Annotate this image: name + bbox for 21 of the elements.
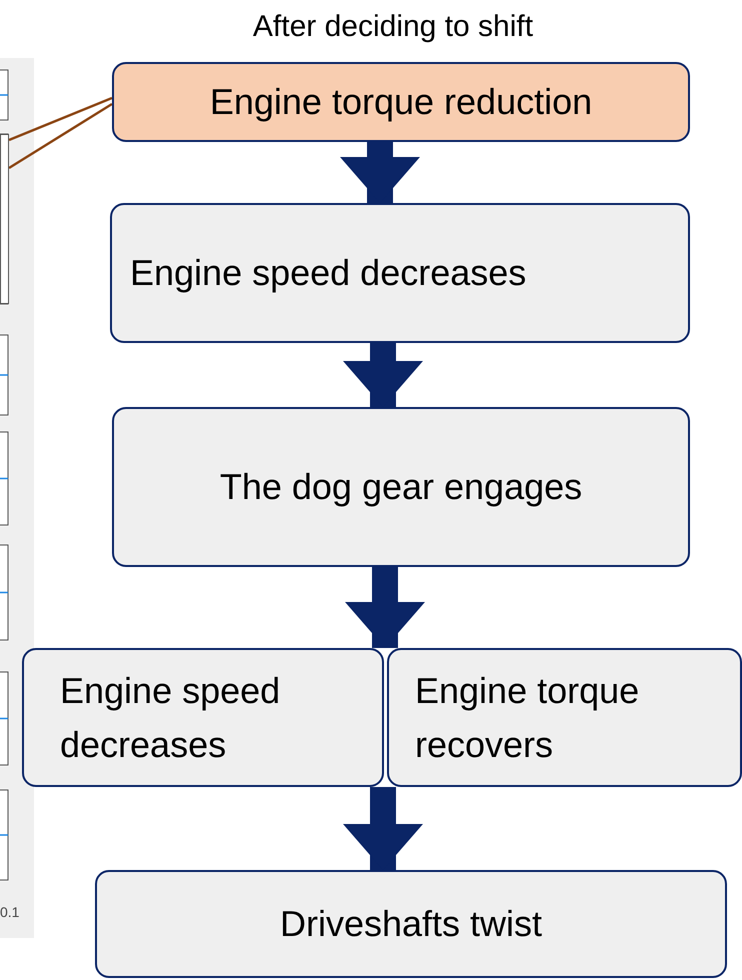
box-text: Engine torque reduction [208,80,594,124]
process-box [387,648,742,787]
plot-frame [0,134,9,304]
block-arrow [345,567,425,648]
diagram-title: After deciding to shift [252,9,534,45]
leader-line [8,96,112,142]
block-arrow [340,142,420,203]
leader-line [8,102,113,170]
box-text: Engine speed decreases [60,668,282,766]
axis-tick-label: 0.1 [0,903,20,922]
process-box [112,62,690,142]
block-arrow [343,343,423,407]
box-text: The dog gear engages [218,465,584,509]
block-arrow [343,787,423,870]
process-box [95,870,727,978]
box-text: Driveshafts twist [278,902,544,946]
process-box [112,407,690,567]
process-box [22,648,384,787]
box-text: Engine torque recovers [415,668,640,766]
box-text: Engine speed decreases [130,251,528,295]
process-box [110,203,690,343]
